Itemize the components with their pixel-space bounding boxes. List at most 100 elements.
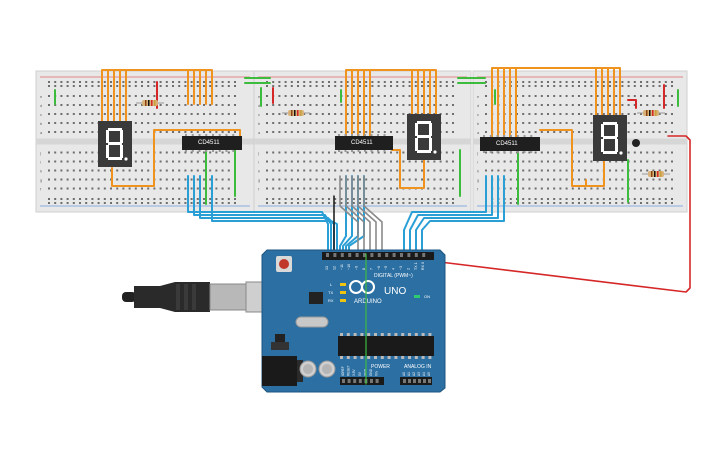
- header-hole: [400, 253, 403, 257]
- hole: [646, 187, 649, 190]
- hole: [646, 202, 649, 204]
- hole: [590, 187, 593, 190]
- chip-body: [335, 136, 393, 150]
- hole: [272, 151, 275, 154]
- hole: [334, 160, 337, 163]
- hole: [359, 81, 361, 83]
- hole: [227, 169, 230, 172]
- hole: [141, 131, 143, 133]
- hole: [671, 122, 673, 124]
- resistor-band: [151, 100, 153, 106]
- on-label: ON: [424, 294, 430, 299]
- hole: [334, 104, 337, 106]
- hole: [103, 169, 106, 172]
- hole: [371, 198, 374, 200]
- hole: [165, 131, 168, 133]
- breadboard-holes: [266, 81, 454, 204]
- wire: [363, 175, 383, 255]
- hole: [303, 113, 306, 115]
- wire: [193, 175, 332, 255]
- hole: [427, 160, 430, 163]
- hole: [165, 169, 168, 172]
- hole: [85, 81, 88, 83]
- chip-pin: [338, 150, 340, 152]
- hole: [147, 198, 150, 200]
- hole: [172, 95, 174, 97]
- hole: [559, 122, 562, 124]
- hole: [91, 198, 94, 200]
- hole: [559, 160, 562, 163]
- hole: [590, 95, 593, 97]
- hole: [334, 178, 337, 181]
- row-letter: c: [477, 112, 479, 117]
- hole: [190, 81, 193, 83]
- hole: [60, 85, 63, 87]
- hole: [352, 95, 355, 97]
- hole: [540, 198, 543, 200]
- resistor-middle: [282, 110, 310, 116]
- hole: [485, 85, 487, 87]
- hole: [147, 178, 150, 181]
- hole: [528, 95, 531, 97]
- hole: [615, 113, 618, 115]
- hole: [365, 81, 368, 83]
- hole: [640, 113, 642, 115]
- hole: [414, 81, 417, 83]
- hole: [433, 202, 436, 204]
- hole: [272, 113, 275, 115]
- hole: [159, 198, 162, 200]
- hole: [359, 178, 361, 181]
- row-letter: b: [40, 121, 43, 126]
- mcu-pin: [401, 356, 405, 359]
- hole: [48, 131, 50, 133]
- hole: [315, 151, 318, 154]
- hole: [615, 202, 618, 204]
- chip-pin: [185, 134, 187, 136]
- hole: [79, 81, 81, 83]
- wire: [369, 69, 413, 137]
- hole: [584, 187, 587, 190]
- hole: [553, 131, 556, 133]
- row-letter: b: [477, 121, 480, 126]
- hole: [640, 178, 642, 181]
- hole: [128, 187, 131, 190]
- power-pin-label: 5V: [358, 371, 362, 376]
- hole: [452, 104, 454, 106]
- hole: [346, 85, 349, 87]
- hole: [445, 187, 448, 190]
- hole: [609, 187, 611, 190]
- hole: [633, 95, 636, 97]
- hole: [278, 160, 281, 163]
- header-hole: [370, 379, 373, 383]
- hole: [110, 202, 112, 204]
- hole: [528, 104, 531, 106]
- hole: [664, 151, 667, 154]
- cd4511-chip-middle: [335, 134, 393, 152]
- hole: [627, 131, 630, 133]
- hole: [172, 169, 174, 172]
- hole: [522, 178, 525, 181]
- hole: [128, 113, 131, 115]
- hole: [227, 198, 230, 200]
- hole: [209, 198, 212, 200]
- mcu-pin: [367, 356, 371, 359]
- hole: [652, 202, 655, 204]
- hole: [540, 81, 543, 83]
- hole: [621, 85, 624, 87]
- rx-label: RX: [328, 298, 334, 303]
- header-hole: [408, 379, 411, 383]
- hole: [522, 187, 525, 190]
- hole: [571, 104, 574, 106]
- header-hole: [355, 253, 359, 257]
- hole: [383, 151, 386, 154]
- digital-pin-label: 4: [392, 268, 396, 270]
- hole: [421, 95, 423, 97]
- hole: [609, 169, 611, 172]
- hole: [340, 169, 343, 172]
- hole: [390, 160, 392, 163]
- hole: [602, 198, 605, 200]
- hole: [627, 81, 630, 83]
- hole: [652, 160, 655, 163]
- digital-pin-label: 8: [362, 268, 366, 270]
